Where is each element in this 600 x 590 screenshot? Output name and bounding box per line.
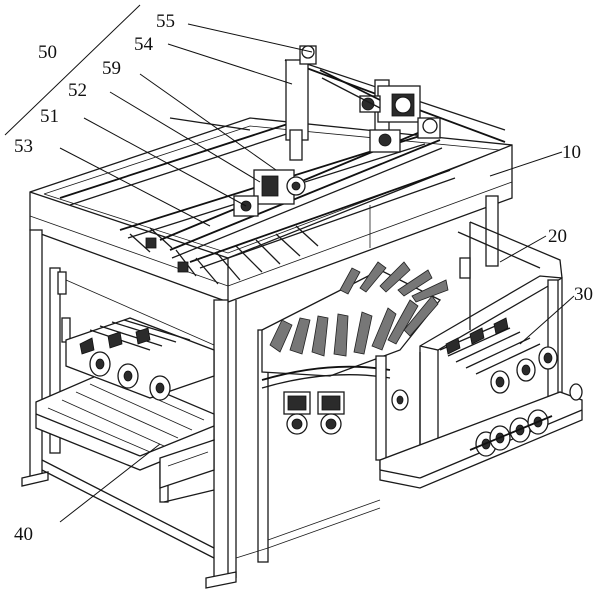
label-30: 30 — [574, 284, 593, 305]
label-40: 40 — [14, 524, 33, 545]
label-52: 52 — [68, 80, 87, 101]
sled-wheels — [391, 383, 583, 457]
gantry-assembly — [59, 45, 506, 285]
right-rollers — [439, 317, 558, 394]
label-55: 55 — [156, 11, 175, 32]
rotary-table — [261, 261, 449, 470]
label-20: 20 — [548, 226, 567, 247]
radial-rollers — [269, 261, 449, 357]
left-rollers — [65, 317, 215, 401]
gripper-fingers — [129, 225, 319, 285]
label-59: 59 — [102, 58, 121, 79]
callout-labels: 50 55 54 59 52 51 53 10 20 30 40 — [14, 11, 593, 545]
label-10: 10 — [562, 142, 581, 163]
label-54: 54 — [134, 34, 154, 55]
left-station — [35, 317, 215, 503]
main-frame — [21, 117, 513, 589]
label-53: 53 — [14, 136, 33, 157]
label-51: 51 — [40, 106, 59, 127]
leader-lines — [4, 4, 575, 523]
right-station — [379, 221, 583, 489]
label-50: 50 — [38, 42, 57, 63]
